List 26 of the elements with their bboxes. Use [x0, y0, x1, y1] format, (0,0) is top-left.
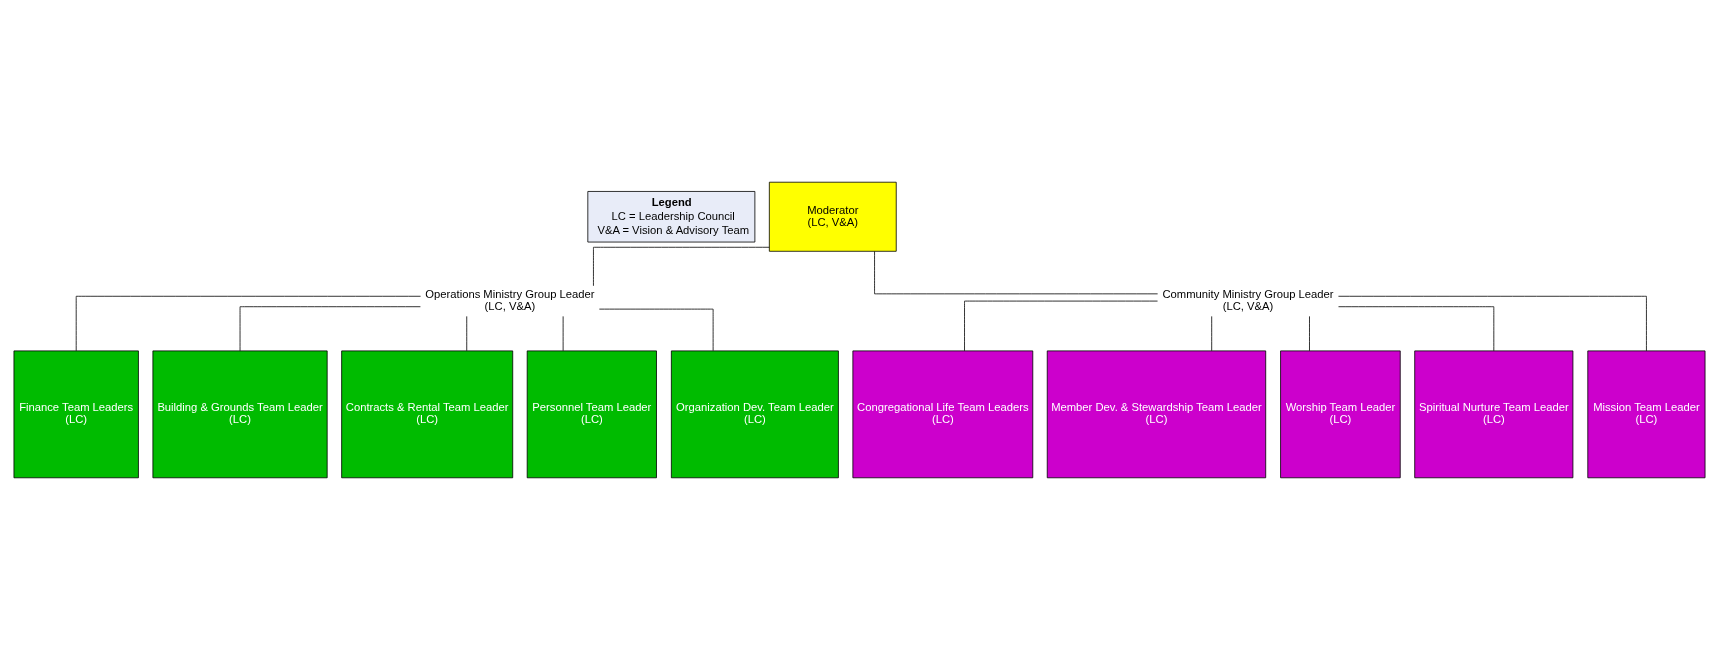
- node-box: Organization Dev. Team Leader (LC): [670, 350, 839, 478]
- connector: [562, 315, 564, 351]
- connector: [1211, 315, 1213, 351]
- node-box: Spiritual Nurture Team Leader (LC): [1414, 350, 1574, 478]
- connector: [1338, 295, 1647, 351]
- node-box: Finance Team Leaders (LC): [13, 350, 139, 478]
- node-box: Personnel Team Leader (LC): [526, 350, 657, 478]
- node-box: Worship Team Leader (LC): [1280, 350, 1401, 478]
- connector: [75, 295, 421, 351]
- node-text: Operations Ministry Group Leader (LC, V&A): [425, 287, 595, 312]
- connector: [964, 300, 1158, 351]
- connector: [466, 315, 468, 351]
- node-box: Moderator (LC, V&A): [768, 181, 897, 252]
- connector: [874, 250, 1159, 294]
- node-box: Contracts & Rental Team Leader (LC): [341, 350, 514, 478]
- connector: [1338, 305, 1495, 351]
- node-box: Congregational Life Team Leaders (LC): [852, 350, 1034, 478]
- connector: [598, 308, 714, 351]
- node-box: Building & Grounds Team Leader (LC): [152, 350, 328, 478]
- node-box: Member Dev. & Stewardship Team Leader (LC): [1046, 350, 1267, 478]
- node-box: Legend LC = Leadership Council V&A = Vision & Advisory Team: [587, 190, 756, 242]
- connector: [593, 246, 770, 286]
- node-text: Community Ministry Group Leader (LC, V&A): [1162, 287, 1334, 312]
- connector: [239, 305, 421, 351]
- node-box: Mission Team Leader (LC): [1587, 350, 1706, 478]
- connector: [1309, 315, 1310, 351]
